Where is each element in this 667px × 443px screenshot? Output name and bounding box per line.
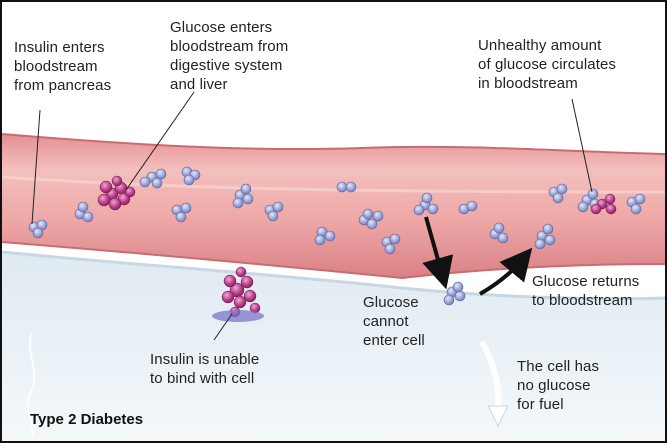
label-glucose-enters: Glucose enters bloodstream from digestiv… bbox=[170, 18, 288, 94]
label-insulin-enters: Insulin enters bloodstream from pancreas bbox=[14, 38, 111, 95]
blood-vessel bbox=[2, 134, 665, 278]
diagram-title: Type 2 Diabetes bbox=[30, 411, 143, 428]
insulin-receptor-shadow bbox=[212, 310, 264, 322]
label-unhealthy-glucose: Unhealthy amount of glucose circulates i… bbox=[478, 36, 616, 93]
label-glucose-returns: Glucose returns to bloodstream bbox=[532, 272, 639, 310]
label-glucose-cannot-enter: Glucose cannot enter cell bbox=[363, 293, 425, 350]
label-insulin-unable: Insulin is unable to bind with cell bbox=[150, 350, 259, 388]
label-cell-no-glucose: The cell has no glucose for fuel bbox=[517, 357, 599, 414]
